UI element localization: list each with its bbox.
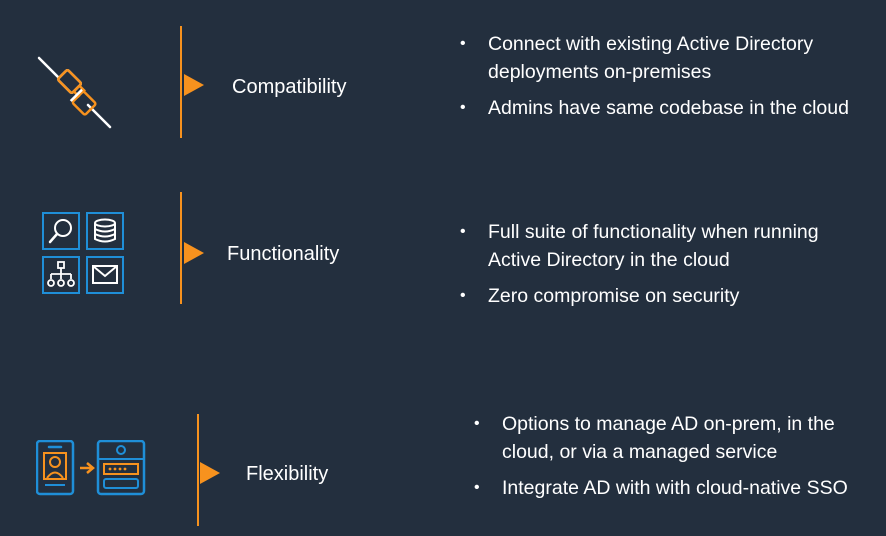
id-migration-icon: [35, 439, 148, 501]
bullet-item: •Full suite of functionality when runnin…: [460, 221, 819, 271]
section-divider: [180, 26, 182, 138]
bullet-item: •Options to manage AD on-prem, in the cl…: [474, 413, 835, 463]
section-pointer: [184, 74, 204, 96]
bullet-list: •Full suite of functionality when runnin…: [458, 218, 838, 318]
section-title: Compatibility: [232, 76, 347, 98]
section-divider: [180, 192, 182, 304]
bullet-list: •Connect with existing Active Directory …: [458, 30, 858, 130]
bullet-item: •Zero compromise on security: [460, 285, 740, 307]
plug-icon: [36, 55, 116, 136]
bullet-item: •Connect with existing Active Directory …: [460, 33, 814, 83]
bullet-list: •Options to manage AD on-prem, in the cl…: [472, 410, 852, 510]
section-title: Flexibility: [246, 463, 329, 485]
bullet-item: •Integrate AD with with cloud-native SSO: [474, 477, 848, 499]
bullet-item: •Admins have same codebase in the cloud: [460, 97, 849, 119]
section-title: Functionality: [227, 243, 340, 265]
section-divider: [197, 414, 199, 526]
section-pointer: [184, 242, 204, 264]
services-grid-icon: [42, 212, 126, 301]
section-pointer: [200, 462, 220, 484]
